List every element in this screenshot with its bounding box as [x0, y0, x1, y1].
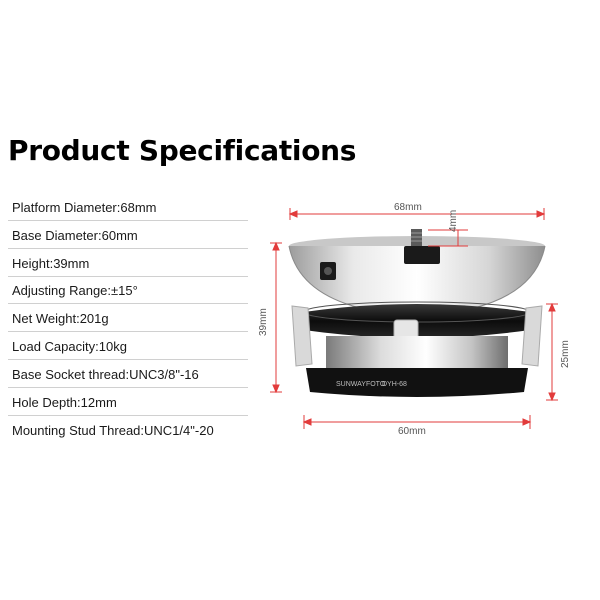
spec-value: 60mm — [101, 227, 138, 243]
spec-row-hole-depth: Hole Depth12mm — [8, 390, 248, 416]
spec-value: 68mm — [120, 200, 157, 215]
spec-row-mounting-stud-thread: Mounting Stud ThreadUNC1/4"-20 — [8, 417, 248, 443]
spec-row-platform-diameter: Platform Diameter68mm — [8, 195, 248, 221]
spec-label: Adjusting Range — [12, 283, 111, 298]
product-diagram: SUNWAYFOTO DYH-68 — [252, 196, 600, 446]
model-label: DYH-68 — [382, 381, 407, 388]
brand-label: SUNWAYFOTO — [336, 381, 386, 388]
spec-row-base-socket-thread: Base Socket threadUNC3/8"-16 — [8, 362, 248, 388]
spec-value: 12mm — [80, 394, 117, 410]
mounting-stud — [404, 229, 440, 264]
dimension-lines — [270, 208, 558, 429]
spec-value: UNC3/8"-16 — [129, 366, 199, 382]
spec-label: Mounting Stud Thread — [12, 423, 144, 438]
leveling-base-illustration: SUNWAYFOTO DYH-68 — [270, 208, 558, 429]
spec-label: Base Diameter — [12, 228, 102, 243]
spec-value: UNC1/4"-20 — [144, 422, 214, 438]
spec-label: Net Weight — [12, 311, 80, 326]
base-cylinder — [326, 336, 508, 368]
spec-label: Platform Diameter — [12, 200, 120, 215]
base-diameter-label: 60mm — [398, 426, 426, 437]
spec-row-net-weight: Net Weight201g — [8, 306, 248, 333]
spec-row-adjusting-range: Adjusting Range±15° — [8, 278, 248, 305]
spec-row-base-diameter: Base Diameter60mm — [8, 223, 248, 249]
spec-value: 10kg — [98, 338, 127, 354]
height-label: 39mm — [258, 308, 269, 336]
page-title: Product Specifications — [8, 134, 357, 167]
spec-label: Hole Depth — [12, 395, 81, 410]
spec-value: 39mm — [53, 255, 90, 271]
spec-value: ±15° — [111, 283, 138, 299]
stud-length-label: 4mm — [448, 209, 459, 232]
spec-label: Base Socket thread — [12, 367, 129, 382]
spec-list: Platform Diameter68mm Base Diameter60mm … — [8, 195, 248, 445]
spec-value: 201g — [79, 311, 109, 327]
base-height-label: 25mm — [560, 340, 571, 368]
platform-diameter-label: 68mm — [394, 202, 422, 213]
spec-row-height: Height39mm — [8, 251, 248, 277]
spec-label: Height — [12, 256, 53, 271]
spec-label: Load Capacity — [12, 339, 99, 354]
base-ring: SUNWAYFOTO DYH-68 — [306, 368, 528, 397]
spec-row-load-capacity: Load Capacity10kg — [8, 334, 248, 360]
